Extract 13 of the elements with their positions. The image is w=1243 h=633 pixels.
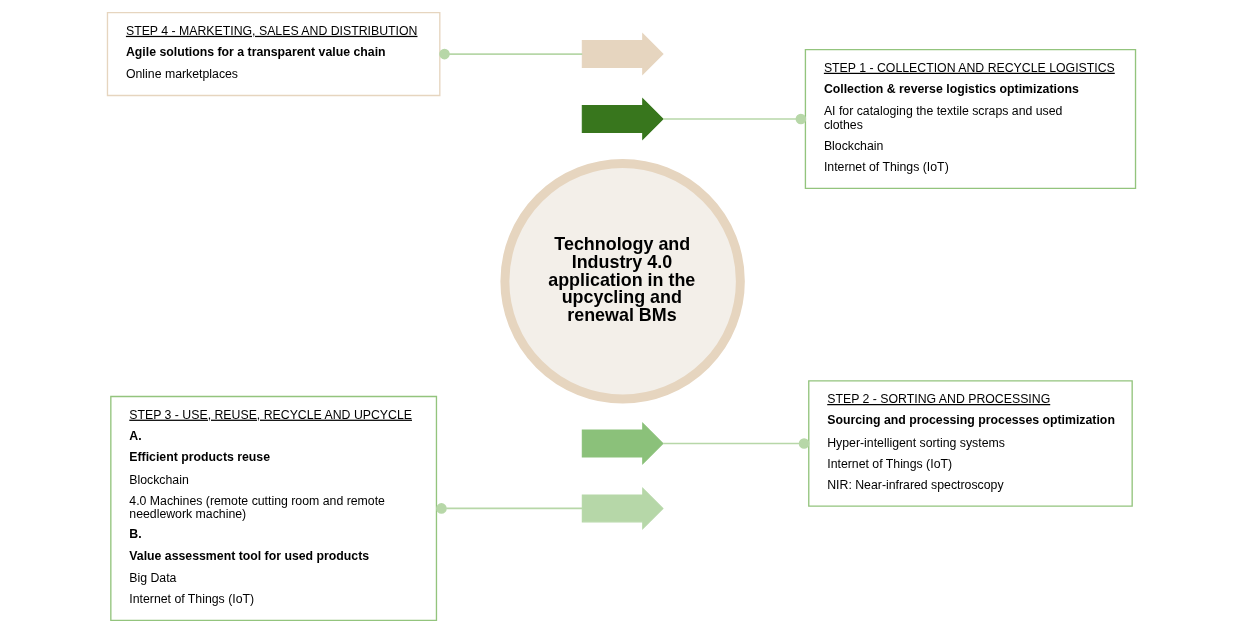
node-box: STEP 2 - SORTING AND PROCESSING Sourcing and processing processes optimization Hyper-intelligent sorting systems Internet of Things (IoT) NIR: Near-infrared spectroscopy bbox=[808, 380, 1133, 507]
connector bbox=[662, 113, 807, 125]
node-arrow bbox=[581, 97, 664, 141]
node-arrow bbox=[581, 486, 664, 530]
node-circle: Technology and Industry 4.0 application in the upcycling and renewal BMs bbox=[500, 159, 745, 404]
connector bbox=[436, 503, 583, 514]
node-arrow bbox=[581, 32, 664, 76]
connector bbox=[662, 438, 810, 449]
node-box: STEP 1 - COLLECTION AND RECYCLE LOGISTICS Collection & reverse logistics optimizations AI for cataloging the textile scraps and used clothes Blockchain Internet of Things (IoT) bbox=[804, 48, 1137, 190]
connector bbox=[439, 48, 584, 60]
node-box: STEP 4 - MARKETING, SALES AND DISTRIBUTION Agile solutions for a transparent value chain Online marketplaces bbox=[106, 12, 441, 97]
node-box: STEP 3 - USE, REUSE, RECYCLE AND UPCYCLE A. Efficient products reuse Blockchain 4.0 Machines (remote cutting room and remote needlework machine) B. Value assessment tool for used products Big Data Internet of Things (IoT) bbox=[110, 395, 438, 621]
node-arrow bbox=[581, 422, 664, 465]
